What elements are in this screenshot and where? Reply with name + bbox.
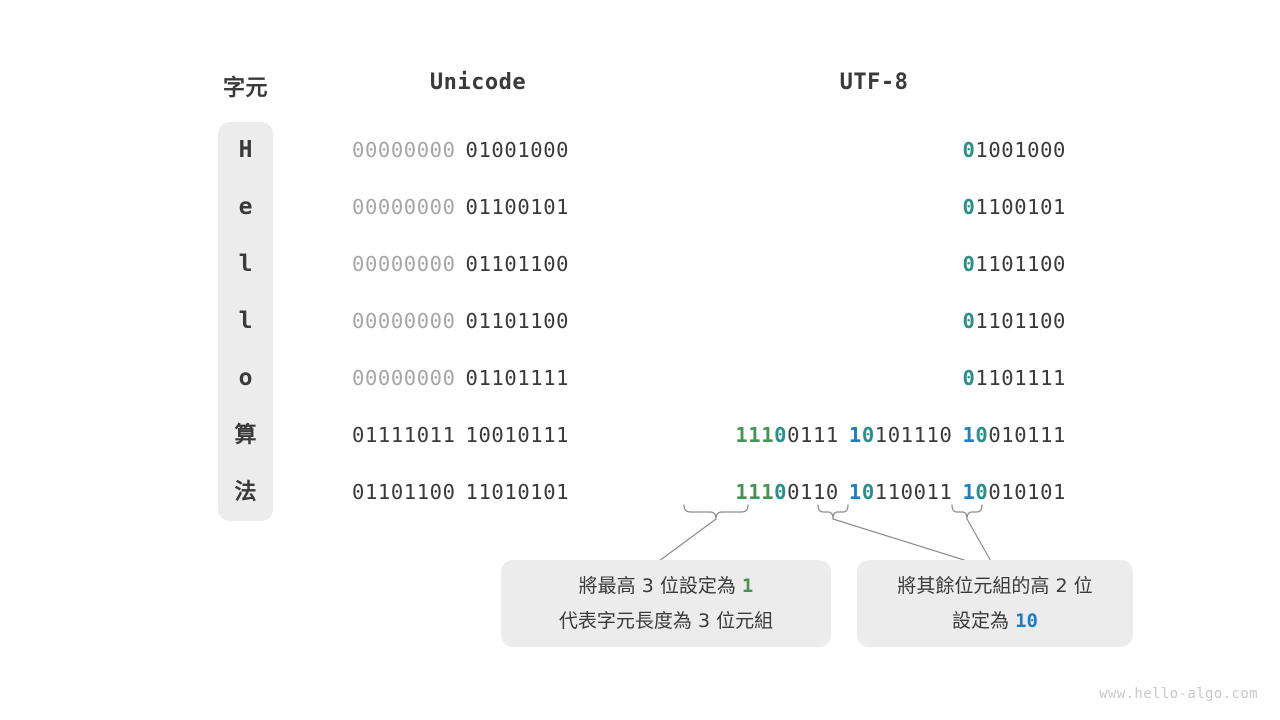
unicode-high-byte: 01111011 [352,423,456,447]
unicode-high-byte: 00000000 [352,195,456,219]
utf8-payload-bits: 1101100 [975,309,1066,333]
utf8-marker-zero: 0 [962,309,976,333]
annotation-left-line-1-text: 將最高 3 位設定為 [578,574,742,597]
utf8-payload-bits: 101110 [874,423,953,447]
column-header-unicode: Unicode [429,70,527,95]
character-cell: 法 [234,480,257,505]
unicode-low-byte: 01101100 [465,252,570,276]
unicode-binary-cell: 00000000 01100101 [352,179,569,236]
unicode-high-byte: 00000000 [352,309,456,333]
utf8-marker-zero: 0 [962,138,976,162]
annotation-right-line-1: 將其餘位元組的高 2 位 [897,574,1093,597]
utf8-marker-zero: 0 [861,480,875,504]
utf8-byte: 10010101 [962,480,1066,504]
utf8-marker-ones: 1 [962,423,976,447]
unicode-low-byte: 01100101 [465,195,570,219]
utf8-marker-ones: 1 [848,423,862,447]
utf8-payload-bits: 010111 [988,423,1066,447]
utf8-payload-bits: 010101 [988,480,1066,504]
utf8-marker-ones: 111 [735,423,775,447]
annotation-right-line-2: 設定為 10 [952,604,1038,639]
watermark: www.hello-algo.com [1099,686,1258,702]
annotation-box-leading-bits: 將最高 3 位設定為 1 代表字元長度為 3 位元組 [501,560,831,647]
utf8-marker-zero: 0 [975,423,989,447]
utf8-byte: 01001000 [962,138,1066,162]
utf8-marker-zero: 0 [975,480,989,504]
annotation-right-line-2-text: 設定為 [952,609,1016,632]
annotation-left-highlight: 1 [741,574,754,597]
utf8-byte: 01101100 [962,309,1066,333]
unicode-low-byte: 01001000 [465,138,570,162]
utf8-binary-cell: 01101111 [962,350,1066,407]
unicode-low-byte: 01101100 [465,309,570,333]
utf8-payload-bits: 1100101 [975,195,1066,219]
utf8-payload-bits: 1001000 [975,138,1066,162]
unicode-high-byte: 00000000 [352,138,456,162]
unicode-binary-cell: 00000000 01101111 [352,350,569,407]
utf8-byte: 10110011 [849,480,953,504]
annotation-right-highlight: 10 [1015,609,1038,632]
utf8-byte: 10010111 [962,423,1066,447]
utf8-marker-zero: 0 [774,423,788,447]
utf8-binary-cell: 01100101 [962,179,1066,236]
utf8-byte: 10101110 [849,423,953,447]
column-header-char: 字元 [222,76,268,101]
annotation-left-line-2: 代表字元長度為 3 位元組 [558,609,774,632]
unicode-low-byte: 11010101 [465,480,570,504]
annotation-left-line-1: 將最高 3 位設定為 1 [579,569,754,604]
utf8-payload-bits: 1101111 [975,366,1066,390]
utf8-binary-cell: 01101100 [962,293,1066,350]
utf8-byte: 01101100 [962,252,1066,276]
annotation-box-continuation-bits: 將其餘位元組的高 2 位 設定為 10 [857,560,1133,647]
utf8-marker-ones: 111 [735,480,775,504]
utf8-marker-zero: 0 [962,195,976,219]
utf8-binary-cell: 01101100 [962,236,1066,293]
character-cell: l [238,251,253,277]
character-cell: l [238,308,253,334]
utf8-byte: 01100101 [962,195,1066,219]
utf8-payload-bits: 0111 [787,423,839,447]
utf8-marker-zero: 0 [861,423,875,447]
column-header-utf8: UTF-8 [839,70,909,95]
unicode-binary-cell: 00000000 01101100 [352,293,569,350]
character-cell: o [238,365,253,391]
utf8-marker-ones: 1 [848,480,862,504]
utf8-marker-zero: 0 [774,480,788,504]
character-cell: 算 [234,423,257,448]
unicode-binary-cell: 00000000 01101100 [352,236,569,293]
utf8-payload-bits: 110011 [874,480,953,504]
unicode-binary-cell: 00000000 01001000 [352,122,569,179]
unicode-binary-cell: 01101100 11010101 [352,464,569,521]
character-cell: e [238,194,253,220]
unicode-binary-cell: 01111011 10010111 [352,407,569,464]
utf8-byte: 11100111 [735,423,839,447]
utf8-marker-zero: 0 [962,366,976,390]
utf8-marker-ones: 1 [962,480,976,504]
unicode-high-byte: 00000000 [352,252,456,276]
utf8-payload-bits: 1101100 [975,252,1066,276]
utf8-byte: 11100110 [735,480,839,504]
unicode-low-byte: 10010111 [465,423,570,447]
unicode-high-byte: 01101100 [352,480,456,504]
utf8-byte: 01101111 [962,366,1066,390]
utf8-marker-zero: 0 [962,252,976,276]
utf8-binary-cell: 01001000 [962,122,1066,179]
unicode-high-byte: 00000000 [352,366,456,390]
utf8-payload-bits: 0110 [787,480,839,504]
character-cell: H [238,137,253,163]
unicode-low-byte: 01101111 [465,366,570,390]
